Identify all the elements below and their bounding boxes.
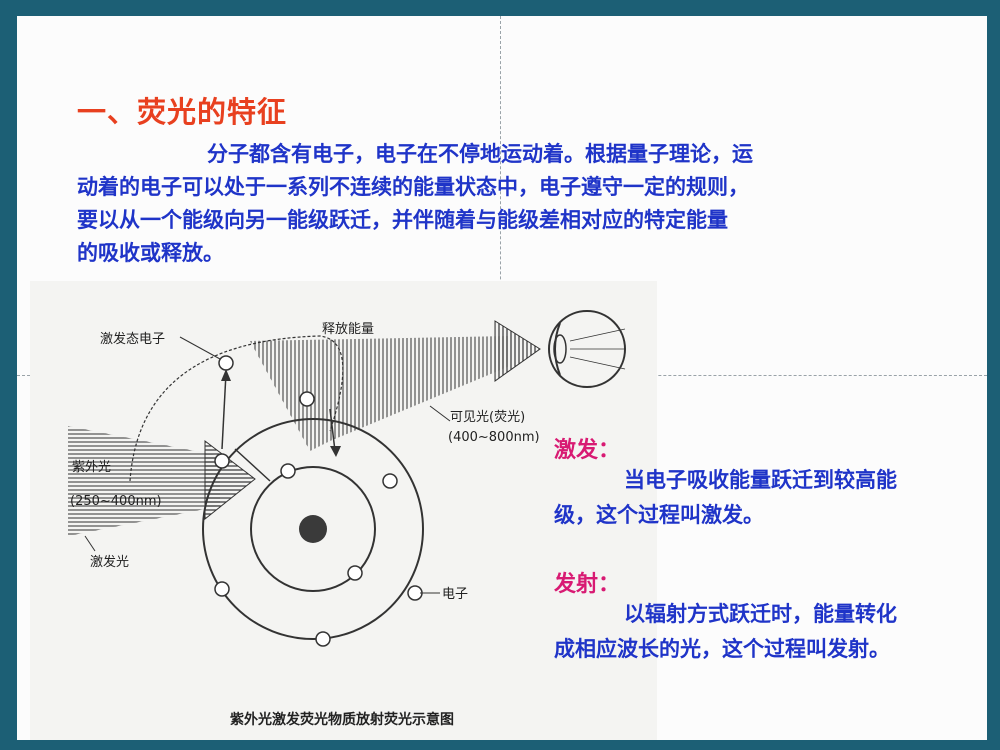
label-uv: 紫外光 [72,460,111,475]
excitation-line: 级，这个过程叫激发。 [554,503,764,527]
intro-line: 分子都含有电子，电子在不停地运动着。根据量子理论，运 [207,142,753,166]
label-uv-range: (250~400nm) [70,494,162,509]
label-visible-light: 可见光(荧光) [450,410,525,425]
visible-light-beam [250,336,510,451]
emission-line: 以辐射方式跃迁时，能量转化 [624,602,897,626]
intro-line: 要以从一个能级向另一能级跃迁，并伴随着与能级差相对应的特定能量 [77,208,728,232]
intro-line: 的吸收或释放。 [77,241,224,265]
fluorescence-diagram: 激发态电子 释放能量 可见光(荧光) (400~800nm) 紫外光 (250~… [30,281,657,740]
excitation-description: 当电子吸收能量跃迁到较高能 级，这个过程叫激发。 [554,463,897,533]
section-heading: 一、荧光的特征 [77,95,288,129]
slide: 一、荧光的特征 分子都含有电子，电子在不停地运动着。根据量子理论，运 动着的电子… [17,16,987,740]
excitation-term: 激发： [554,438,621,463]
label-electron: 电子 [442,587,468,602]
intro-line: 动着的电子可以处于一系列不连续的能量状态中，电子遵守一定的规则， [77,175,749,199]
label-visible-range: (400~800nm) [448,430,540,445]
return-arrow [329,408,336,452]
figure-caption: 紫外光激发荧光物质放射荧光示意图 [230,711,454,728]
electrons [214,355,423,647]
beam-arrowhead [494,320,541,382]
uv-light-beam [68,426,220,536]
outer-orbit [202,418,424,640]
label-excitation-light: 激发光 [90,554,129,570]
excited-orbit-arc [129,335,344,482]
label-excited-electron: 激发态电子 [100,331,165,347]
label-released-energy: 释放能量 [322,322,374,337]
uv-hit-arrow [234,448,271,482]
leader-line [84,535,96,552]
emission-description: 以辐射方式跃迁时，能量转化 成相应波长的光，这个过程叫发射。 [554,597,897,667]
leader-line [179,336,221,360]
intro-paragraph: 分子都含有电子，电子在不停地运动着。根据量子理论，运 动着的电子可以处于一系列不… [77,138,947,270]
nucleus [299,515,327,543]
emission-line: 成相应波长的光，这个过程叫发射。 [554,637,890,661]
excitation-arrowhead [221,369,231,381]
return-arrowhead [330,446,341,457]
inner-orbit [250,466,376,592]
uv-arrowhead [204,439,256,521]
fluorescence-diagram-svg: 激发态电子 释放能量 可见光(荧光) (400~800nm) 紫外光 (250~… [68,310,626,728]
excitation-line: 当电子吸收能量跃迁到较高能 [624,468,897,492]
emission-term: 发射： [554,572,621,597]
leader-line [429,405,451,422]
excitation-arrow [221,372,227,450]
eye-icon [548,310,626,388]
